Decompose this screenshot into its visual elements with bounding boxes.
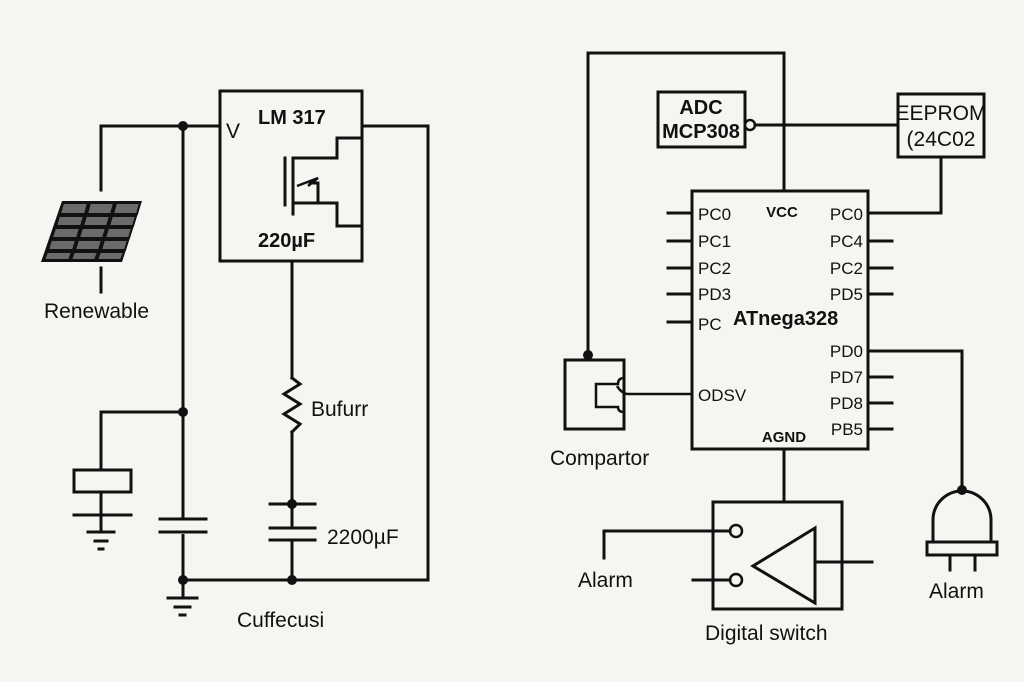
comparator-label: Compartor — [550, 447, 649, 470]
ground-icon — [166, 596, 199, 617]
capacitor-2200-icon — [268, 499, 317, 582]
wire-eeprom-mcu — [866, 155, 943, 215]
solar-cells — [42, 202, 142, 261]
comparator-icon — [563, 358, 692, 431]
mcu-right-pin: PD7 — [830, 368, 863, 387]
regulator-cap-label: 220µF — [258, 230, 315, 252]
junction-dot — [178, 121, 188, 131]
adc-line1: ADC — [679, 97, 722, 119]
junction-dot — [583, 350, 593, 360]
eeprom-line1: EEPROM — [895, 102, 986, 125]
mcu-right-pin: PC2 — [830, 259, 863, 278]
mcu-left-pin: ODSV — [698, 386, 747, 405]
switch-label: Digital switch — [705, 622, 828, 645]
alarm-icon — [925, 485, 999, 572]
mcu-right-pin: PC0 — [830, 205, 863, 224]
mcu-block: VCC ATnega328 AGND PC0 PC1 PC2 PD3 PC OD… — [666, 189, 894, 451]
mcu-left-pin: PD3 — [698, 285, 731, 304]
regulator-input-pin: V — [226, 120, 240, 143]
alarm-right-label: Alarm — [929, 580, 984, 603]
mcu-right-pin: PB5 — [831, 420, 863, 439]
wire-mcu-alarm — [866, 349, 964, 490]
capacitor-rail-icon — [158, 517, 208, 534]
mosfet-icon — [283, 136, 363, 228]
solar-panel-icon — [41, 201, 142, 262]
adc-block: ADC MCP308 — [656, 90, 757, 149]
digital-switch-icon — [711, 500, 874, 611]
mcu-left-pin: PC2 — [698, 259, 731, 278]
eeprom-line2: (24C02 — [907, 128, 976, 151]
wire-branch — [99, 410, 185, 472]
mcu-name: ATnega328 — [733, 308, 838, 330]
mcu-vcc-pin: VCC — [766, 204, 798, 221]
bottom-label: Cuffecusi — [237, 609, 324, 632]
mcu-left-pins: PC0 PC1 PC2 PD3 PC ODSV — [666, 205, 747, 405]
alarm-left-label: Alarm — [578, 569, 633, 592]
mcu-right-pin: PC4 — [830, 232, 863, 251]
mcu-left-pin: PC — [698, 315, 722, 334]
wire-panel-input — [99, 124, 222, 192]
source-label: Renewable — [44, 300, 149, 323]
wire-alarm-switch — [602, 529, 732, 560]
mcu-left-pin: PC0 — [698, 205, 731, 224]
resistor-icon — [281, 375, 303, 435]
adc-line2: MCP308 — [662, 121, 740, 143]
battery-icon — [72, 468, 133, 494]
mcu-left-pin: PC1 — [698, 232, 731, 251]
resistor-label: Bufurr — [311, 398, 368, 421]
ground-icon — [86, 530, 116, 551]
regulator-block: LM 317 V 220µF — [218, 89, 364, 263]
mcu-right-pin: PD0 — [830, 342, 863, 361]
capacitor-label: 2200µF — [327, 526, 399, 549]
mcu-agnd-pin: AGND — [762, 429, 806, 446]
regulator-title: LM 317 — [258, 107, 326, 129]
mcu-right-pins: PC0 PC4 PC2 PD5 PD0 PD7 PD8 PB5 — [830, 205, 894, 439]
power-supply-circuit: Renewable LM 317 V 220µF Bufurr — [41, 89, 430, 632]
mcu-right-pin: PD5 — [830, 285, 863, 304]
wire-output-loop — [181, 124, 430, 582]
wire-top-loop — [586, 51, 786, 357]
eeprom-block: EEPROM (24C02 — [895, 92, 987, 159]
controller-circuit: ADC MCP308 EEPROM (24C02 VCC ATnega328 A… — [550, 51, 999, 645]
mcu-right-pin: PD8 — [830, 394, 863, 413]
junction-dot — [287, 575, 297, 585]
